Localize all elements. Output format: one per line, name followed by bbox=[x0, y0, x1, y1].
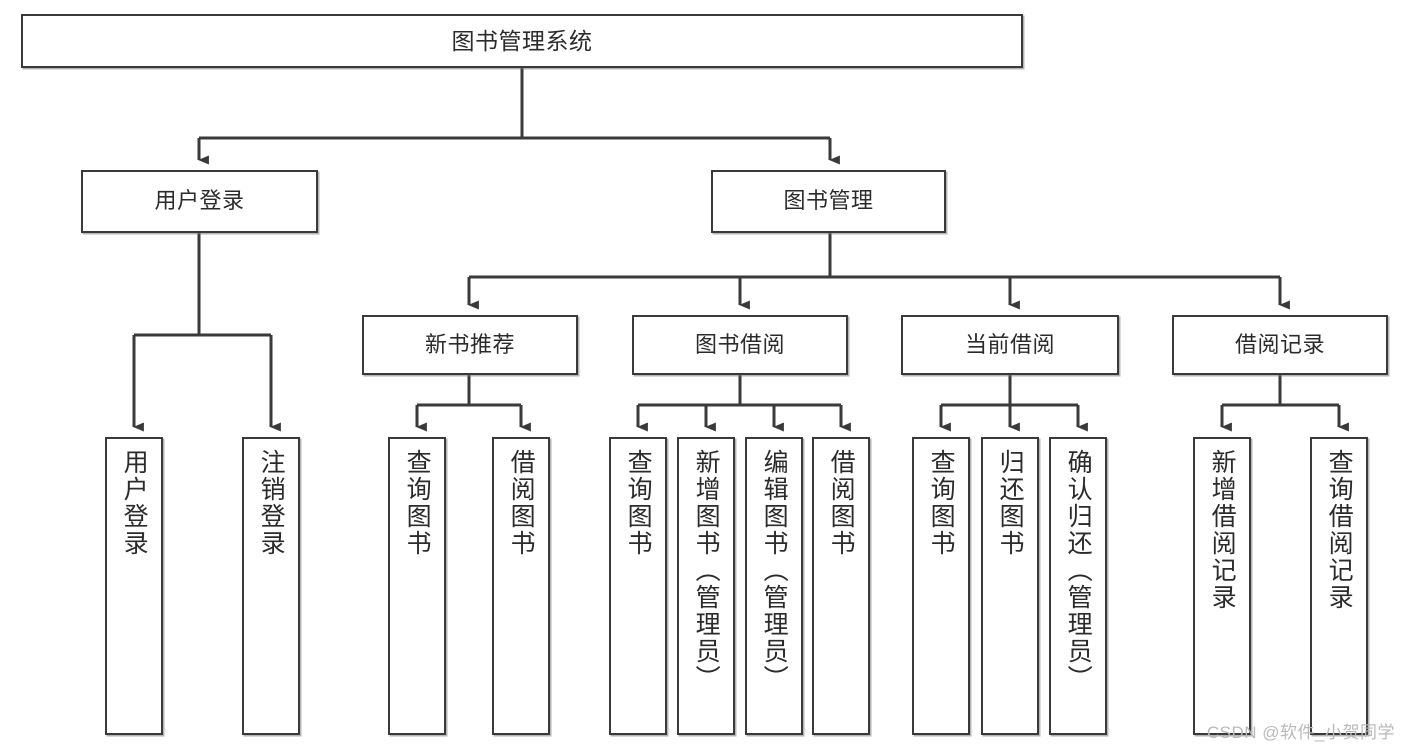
node-label: 归还图书 bbox=[996, 449, 1025, 557]
node-label: 用户登录 bbox=[120, 449, 149, 557]
leaf-return-books[interactable]: 归还图书 bbox=[981, 437, 1039, 735]
leaf-confirm-return-admin[interactable]: 确认归还（管理员） bbox=[1049, 437, 1107, 735]
node-user-login[interactable]: 用户登录 bbox=[81, 170, 318, 233]
node-root-book-management-system[interactable]: 图书管理系统 bbox=[21, 14, 1023, 68]
node-label: 借阅记录 bbox=[1234, 331, 1325, 357]
node-new-book-recommendation[interactable]: 新书推荐 bbox=[362, 315, 578, 375]
node-borrowing-records[interactable]: 借阅记录 bbox=[1172, 315, 1388, 375]
node-book-borrowing[interactable]: 图书借阅 bbox=[632, 315, 848, 375]
leaf-borrow-books-new[interactable]: 借阅图书 bbox=[492, 437, 550, 735]
node-book-management[interactable]: 图书管理 bbox=[711, 170, 946, 233]
leaf-edit-book-admin[interactable]: 编辑图书（管理员） bbox=[745, 437, 803, 735]
leaf-query-books-borrow[interactable]: 查询图书 bbox=[609, 437, 667, 735]
node-label: 注销登录 bbox=[257, 449, 286, 557]
leaf-query-borrow-record[interactable]: 查询借阅记录 bbox=[1310, 437, 1368, 735]
node-label: 查询图书 bbox=[927, 449, 956, 557]
node-label: 新增图书（管理员） bbox=[692, 449, 721, 692]
node-label: 新增借阅记录 bbox=[1208, 449, 1237, 611]
node-label: 查询借阅记录 bbox=[1325, 449, 1354, 611]
node-label: 新书推荐 bbox=[424, 331, 515, 357]
node-label: 查询图书 bbox=[624, 449, 653, 557]
leaf-add-borrow-record[interactable]: 新增借阅记录 bbox=[1193, 437, 1251, 735]
node-label: 用户登录 bbox=[154, 188, 245, 214]
leaf-add-book-admin[interactable]: 新增图书（管理员） bbox=[677, 437, 735, 735]
leaf-user-login[interactable]: 用户登录 bbox=[105, 437, 163, 735]
node-label: 编辑图书（管理员） bbox=[760, 449, 789, 692]
leaf-query-books-new[interactable]: 查询图书 bbox=[388, 437, 446, 735]
node-label: 图书管理系统 bbox=[451, 27, 593, 54]
node-label: 借阅图书 bbox=[827, 449, 856, 557]
leaf-logout[interactable]: 注销登录 bbox=[242, 437, 300, 735]
node-label: 图书借阅 bbox=[694, 331, 785, 357]
node-current-borrowing[interactable]: 当前借阅 bbox=[901, 315, 1119, 375]
leaf-borrow-books-borrow[interactable]: 借阅图书 bbox=[812, 437, 870, 735]
node-label: 确认归还（管理员） bbox=[1064, 449, 1093, 692]
node-label: 借阅图书 bbox=[507, 449, 536, 557]
node-label: 当前借阅 bbox=[964, 331, 1055, 357]
leaf-query-books-current[interactable]: 查询图书 bbox=[912, 437, 970, 735]
node-label: 查询图书 bbox=[403, 449, 432, 557]
node-label: 图书管理 bbox=[783, 188, 874, 214]
